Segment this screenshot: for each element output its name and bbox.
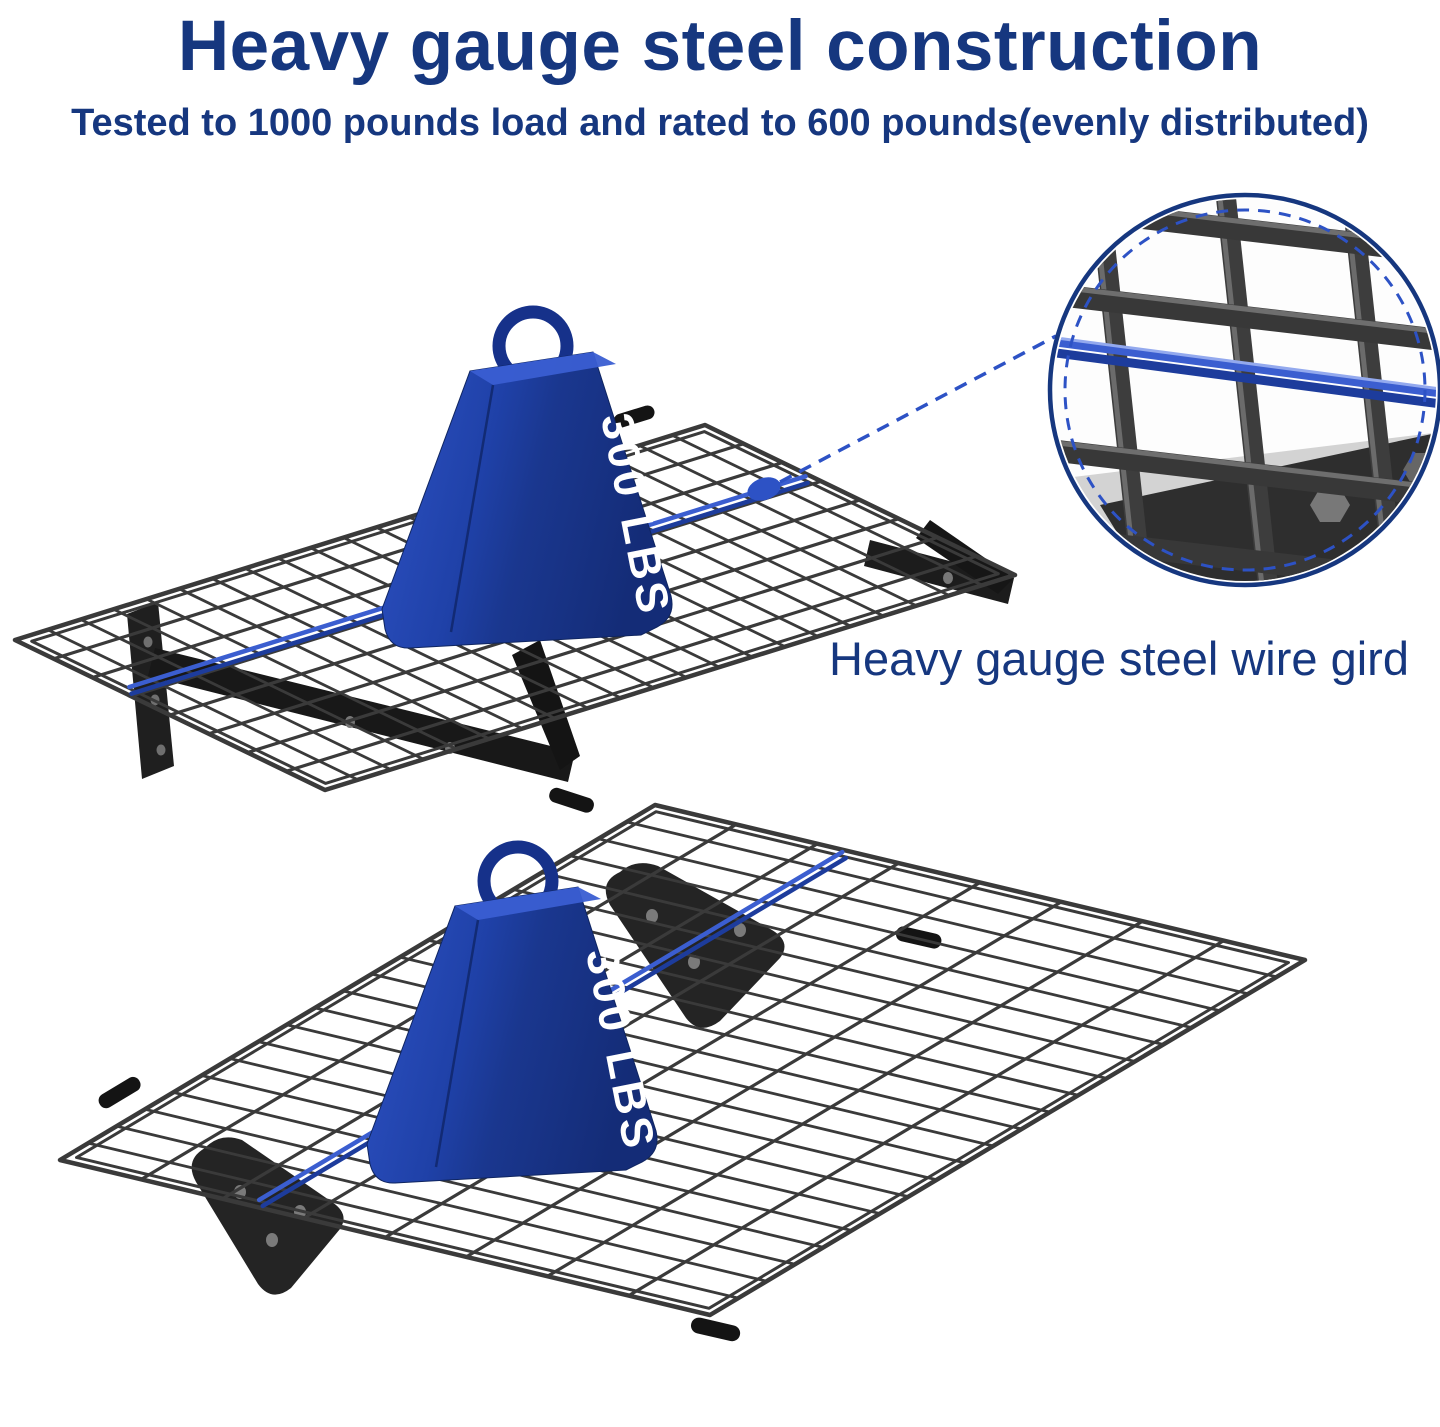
weight-top-face	[470, 352, 616, 385]
zoom-wire	[1090, 199, 1152, 581]
zoom-callout	[1047, 192, 1440, 588]
bottom-shelf	[57, 802, 1308, 1342]
bolt-hole	[943, 572, 953, 584]
mounting-tab	[98, 1076, 141, 1109]
zoom-wire	[1054, 439, 1436, 507]
callout-label: Heavy gauge steel wire gird	[829, 632, 1409, 685]
mounting-tab	[690, 1317, 741, 1342]
zoom-wire	[1054, 283, 1436, 351]
mounting-tab	[613, 405, 655, 428]
weight-edge	[449, 384, 495, 633]
mounting-tab	[549, 787, 594, 813]
zoom-ring	[1047, 192, 1440, 588]
blue-wire-zoom	[1054, 336, 1436, 398]
bolt-hole	[156, 744, 166, 756]
page-title: Heavy gauge steel construction	[177, 7, 1263, 86]
bracket-strut	[512, 640, 580, 770]
weight-top-face	[455, 887, 601, 920]
zoom-wire	[1216, 199, 1278, 581]
zoom-dashed-ring	[1063, 208, 1427, 572]
bolt-hole	[266, 1233, 278, 1247]
weight-edge	[434, 919, 480, 1168]
bolt-hole	[646, 909, 658, 923]
connector-line	[779, 334, 1057, 484]
weight-top: 300 LBS	[381, 305, 680, 649]
bolt-hole	[734, 923, 746, 937]
bracket-arm	[148, 648, 575, 782]
zoom-connector	[747, 334, 1057, 501]
connector-point	[747, 477, 781, 501]
weight-body	[366, 886, 658, 1184]
blue-wire-zoom	[1054, 347, 1436, 409]
hex-hole	[1310, 488, 1350, 522]
bolt-hole	[688, 955, 700, 969]
page-subtitle: Tested to 1000 pounds load and rated to …	[71, 102, 1369, 144]
weight-body	[381, 351, 673, 649]
bolt-hole	[143, 636, 153, 648]
